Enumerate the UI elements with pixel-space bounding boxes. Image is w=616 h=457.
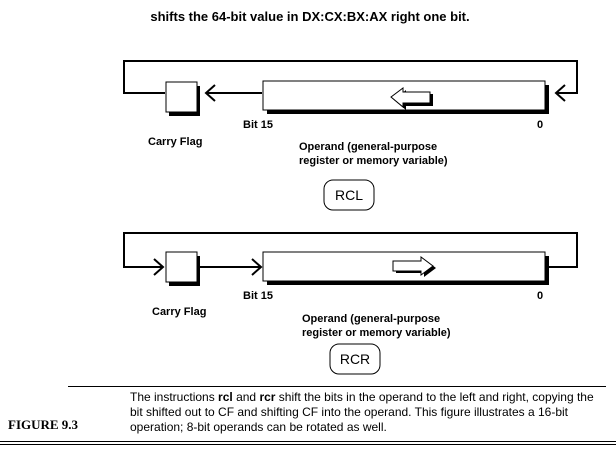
bit-15-label: Bit 15 <box>243 290 273 302</box>
bit-15-label: Bit 15 <box>243 119 273 131</box>
carry-flag-label: Carry Flag <box>148 136 202 148</box>
bit-0-label: 0 <box>537 290 543 302</box>
rcl-arrowhead-right <box>554 84 566 102</box>
heading: shifts the 64-bit value in DX:CX:BX:AX r… <box>150 9 469 24</box>
rcl-loop-line <box>123 60 578 94</box>
right-arrow-icon <box>392 256 434 276</box>
rcl-button[interactable]: RCL <box>323 179 375 211</box>
rcl-button-label: RCL <box>335 187 363 203</box>
operand-label-2: register or memory variable) <box>299 155 448 167</box>
carry-flag-label: Carry Flag <box>152 306 206 318</box>
rcr-diagram: Bit 15 0 Carry Flag Operand (general-pur… <box>123 232 578 375</box>
caption-line-3: operation; 8-bit operands can be rotated… <box>130 420 387 434</box>
rcl-diagram: Bit 15 0 Carry Flag Operand (general-pur… <box>123 60 578 211</box>
rcr-arrowhead-carry <box>153 258 165 276</box>
carry-flag-box <box>165 251 198 283</box>
left-arrow-icon <box>390 87 431 109</box>
operand-label: Operand (general-purpose <box>299 141 437 153</box>
rcr-loop-line <box>123 232 578 268</box>
caption-line-1: The instructions rcl and rcr shift the b… <box>130 390 594 404</box>
rcr-button-label: RCR <box>340 351 370 367</box>
figure-label: FIGURE 9.3 <box>8 417 79 432</box>
rcr-arrowhead-operand <box>251 258 263 276</box>
caption-line-2: bit shifted out to CF and shifting CF in… <box>130 405 569 419</box>
bit-0-label: 0 <box>537 119 543 131</box>
operand-label: Operand (general-purpose <box>302 313 440 325</box>
rcl-arrowhead-left <box>204 84 216 102</box>
carry-flag-box <box>165 81 198 113</box>
rcr-button[interactable]: RCR <box>329 343 381 375</box>
operand-label-2: register or memory variable) <box>302 327 451 339</box>
